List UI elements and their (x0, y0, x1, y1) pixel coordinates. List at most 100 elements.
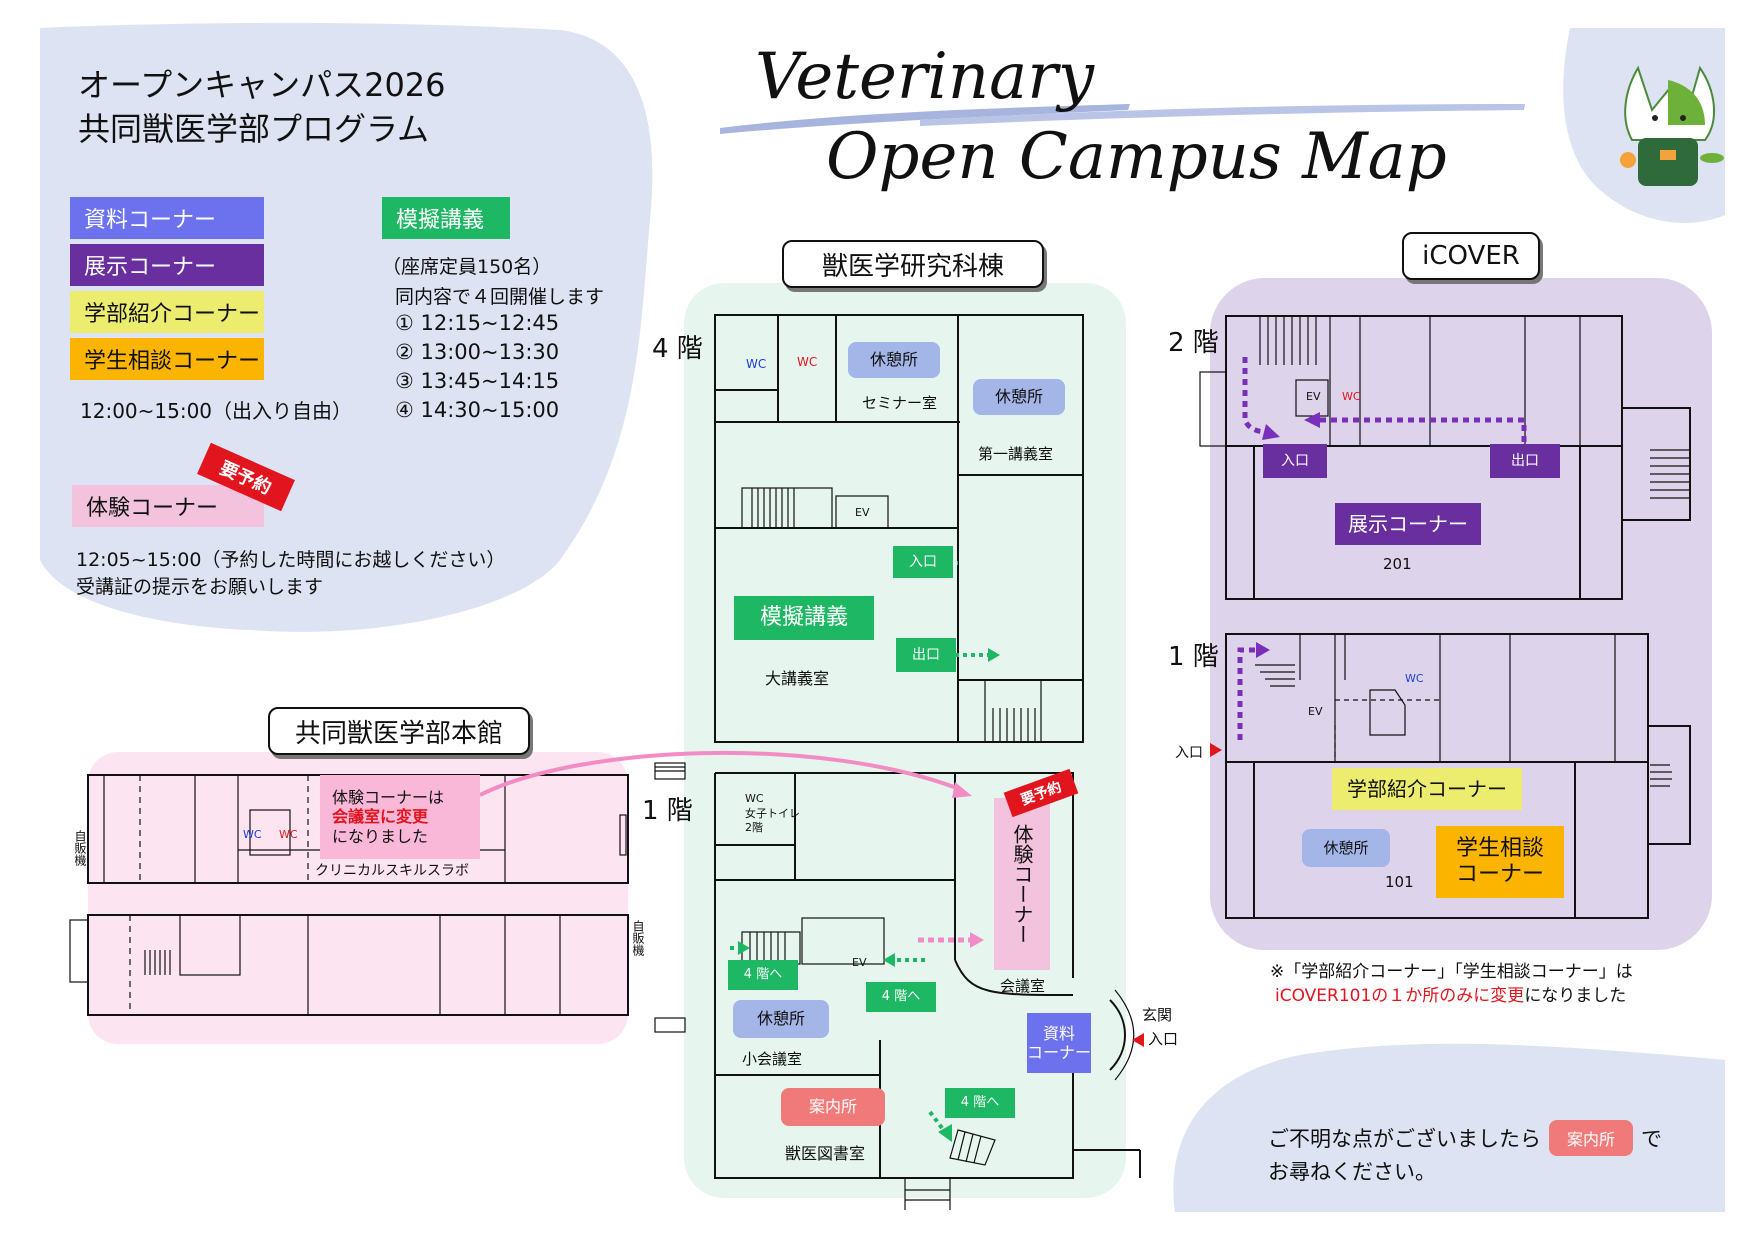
icover-2f-wc: WC (1342, 390, 1361, 403)
main-vending-right: 自販機 (631, 920, 645, 956)
research-1f-info[interactable]: 案内所 (781, 1088, 885, 1126)
icover-2f-entrance: 入口 (1263, 444, 1327, 478)
script-title-line2: Open Campus Map (826, 120, 1447, 194)
research-1f-rest: 休憩所 (733, 1000, 829, 1038)
main-change-line2: 会議室に変更 (332, 807, 429, 827)
icover-1f-rest: 休憩所 (1302, 829, 1390, 867)
icover-1f-soudan-line2: コーナー (1455, 862, 1544, 887)
stairs-1f-top (654, 762, 686, 1033)
script-title-line1: Veterinary (755, 40, 1094, 114)
main-wc2: WC (279, 828, 298, 841)
legend-tenji: 展示コーナー (70, 244, 264, 286)
notice-line2-red: iCOVER101の１か所のみに変更 (1275, 986, 1525, 1006)
research-1f-entrance: 入口 (1148, 1030, 1179, 1048)
brush-stroke-1 (720, 104, 1130, 134)
lecture-session-1: ① 12:15~12:45 (395, 311, 560, 335)
research-1f-shiryo: 資料 コーナー (1027, 1013, 1091, 1073)
icover-1f-wc: WC (1405, 672, 1424, 685)
research-4f-mock-lecture: 模擬講義 (734, 596, 874, 640)
legend-gakubu: 学部紹介コーナー (70, 291, 264, 333)
research-1f-taiken: 体験コーナー (994, 798, 1050, 970)
icover-1f-soudan: 学生相談 コーナー (1436, 826, 1564, 898)
stairs-2f-right (1650, 449, 1690, 499)
legend-shiryo: 資料コーナー (70, 197, 264, 239)
lecture-session-2: ② 13:00~13:30 (395, 340, 560, 364)
legend-mock-lecture: 模擬講義 (382, 197, 510, 239)
research-1f-plan (654, 762, 1141, 1210)
stairs-2f-top (1259, 316, 1317, 365)
research-4f-plan (714, 314, 1084, 743)
footer-line1: ご不明な点がございましたら 案内所 で (1268, 1120, 1662, 1156)
research-1f-shiryo-line1: 資料 (1042, 1023, 1075, 1043)
legend-general-hours: 12:00~15:00（出入り自由） (80, 399, 353, 423)
stairs-1f-right (1650, 764, 1672, 787)
icover-1f-ev: EV (1308, 705, 1323, 718)
icover-2f-ev: EV (1306, 390, 1321, 403)
research-4f-floor-label: 4 階 (652, 334, 703, 364)
building-title-icover: iCOVER (1402, 232, 1540, 280)
icover-2f-exit: 出口 (1490, 444, 1560, 478)
icover-2f-room: 201 (1383, 555, 1412, 573)
research-1f-library: 獣医図書室 (785, 1144, 866, 1163)
footer-line2: お尋ねください。 (1268, 1160, 1436, 1184)
stairs-1f-bottom (904, 1178, 951, 1210)
icover-2f-floor-label: 2 階 (1168, 328, 1219, 358)
research-1f-to-4f-3: 4 階へ (945, 1088, 1015, 1118)
research-1f-female-wc: 女子トイレ (745, 807, 800, 820)
research-4f-wc2: WC (797, 355, 818, 369)
research-1f-wc: WC (745, 792, 764, 805)
research-1f-meeting-room: 会議室 (1000, 977, 1046, 995)
bottom-right-blob (1173, 1043, 1725, 1212)
research-4f-exit: 出口 (896, 638, 956, 672)
research-4f-seminar: セミナー室 (862, 394, 938, 412)
page-title-line2: 共同獣医学部プログラム (78, 110, 430, 148)
main-change-note: 体験コーナーは 会議室に変更 になりました (320, 775, 480, 859)
main-change-line3: になりました (332, 826, 429, 846)
legend-taiken-note: 受講証の提示をお願いします (76, 576, 324, 598)
footer-info-badge[interactable]: 案内所 (1549, 1120, 1634, 1156)
notice-line2-rest: になりました (1524, 986, 1627, 1006)
legend-taiken: 体験コーナー (72, 485, 264, 527)
icover-1f-room: 101 (1385, 873, 1414, 891)
icover-1f-floor-label: 1 階 (1168, 642, 1219, 672)
top-left-blob (40, 22, 653, 632)
research-1f-to-4f-1: 4 階へ (728, 960, 798, 990)
lecture-session-4: ④ 14:30~15:00 (395, 398, 560, 422)
lecture-capacity: （座席定員150名） (382, 256, 552, 278)
icover-2f-tenji: 展示コーナー (1335, 503, 1481, 545)
icover-1f-gakubu: 学部紹介コーナー (1332, 768, 1522, 810)
brush-stroke-2 (920, 104, 1525, 126)
main-vending-left: 自販機 (73, 830, 87, 866)
research-4f-lecture1: 第一講義室 (978, 445, 1054, 463)
legend-soudan: 学生相談コーナー (70, 338, 264, 380)
building-title-main: 共同獣医学部本館 (268, 707, 530, 755)
research-1f-small-meeting: 小会議室 (742, 1050, 803, 1068)
lecture-note: 同内容で４回開催します (395, 286, 605, 308)
research-4f-entrance: 入口 (893, 546, 953, 578)
research-1f-female-wc-floor: 2階 (745, 821, 763, 834)
notice-line1: ※「学部紹介コーナー」「学生相談コーナー」は (1270, 962, 1633, 982)
icover-1f-plan (1225, 633, 1691, 919)
page-title-line1: オープンキャンパス2026 (78, 66, 446, 104)
icover-1f-soudan-line1: 学生相談 (1455, 835, 1544, 861)
stairs-4f-left (751, 488, 795, 528)
notice-line2: iCOVER101の１か所のみに変更になりました (1275, 981, 1626, 1006)
research-4f-rest2: 休憩所 (973, 379, 1065, 415)
research-4f-wc1: WC (746, 357, 767, 371)
stairs-1f-left (749, 932, 786, 964)
legend-taiken-hours: 12:05~15:00（予約した時間にお越しください） (76, 549, 506, 571)
main-building-area-bg (88, 752, 628, 1044)
research-1f-to-4f-2: 4 階へ (866, 982, 936, 1012)
building-title-research: 獣医学研究科棟 (782, 240, 1044, 288)
stairs-main-left (144, 950, 171, 975)
research-4f-big-hall: 大講義室 (765, 669, 830, 688)
footer-after: で (1641, 1127, 1663, 1151)
main-clinical-lab: クリニカルスキルスラボ (315, 863, 469, 879)
main-change-line1: 体験コーナーは (332, 788, 445, 808)
stairs-1f-icover (1255, 664, 1295, 687)
footer-before: ご不明な点がございましたら (1268, 1127, 1541, 1151)
stairs-4f-right (984, 679, 1042, 743)
research-4f-ev: EV (855, 506, 870, 519)
main-wc1: WC (243, 828, 262, 841)
